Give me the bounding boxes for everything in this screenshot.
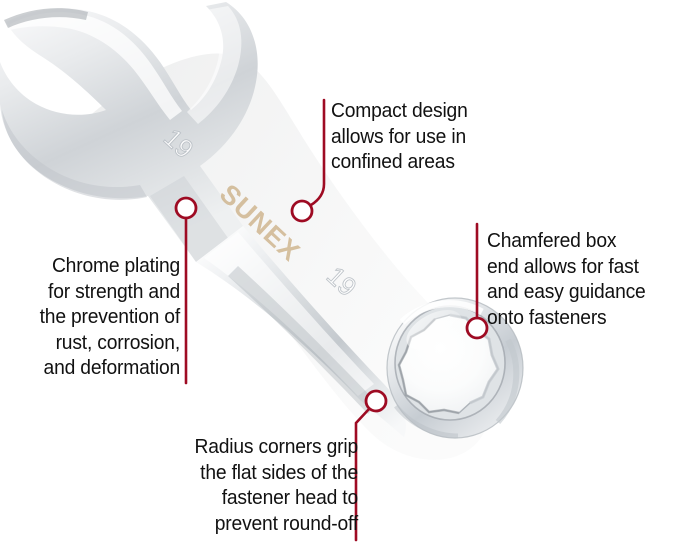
- callout-chrome-plating: Chrome plating for strength and the prev…: [39, 254, 181, 379]
- wrench-box-end-ring: [386, 297, 524, 439]
- callout-chamfered-box-end: Chamfered box end allows for fast and ea…: [487, 229, 646, 329]
- callout-radius-corners: Radius corners grip the flat sides of th…: [194, 435, 358, 535]
- callout-compact-design: Compact design allows for use in confine…: [331, 99, 468, 173]
- wrench-open-end-jaw: [0, 2, 258, 262]
